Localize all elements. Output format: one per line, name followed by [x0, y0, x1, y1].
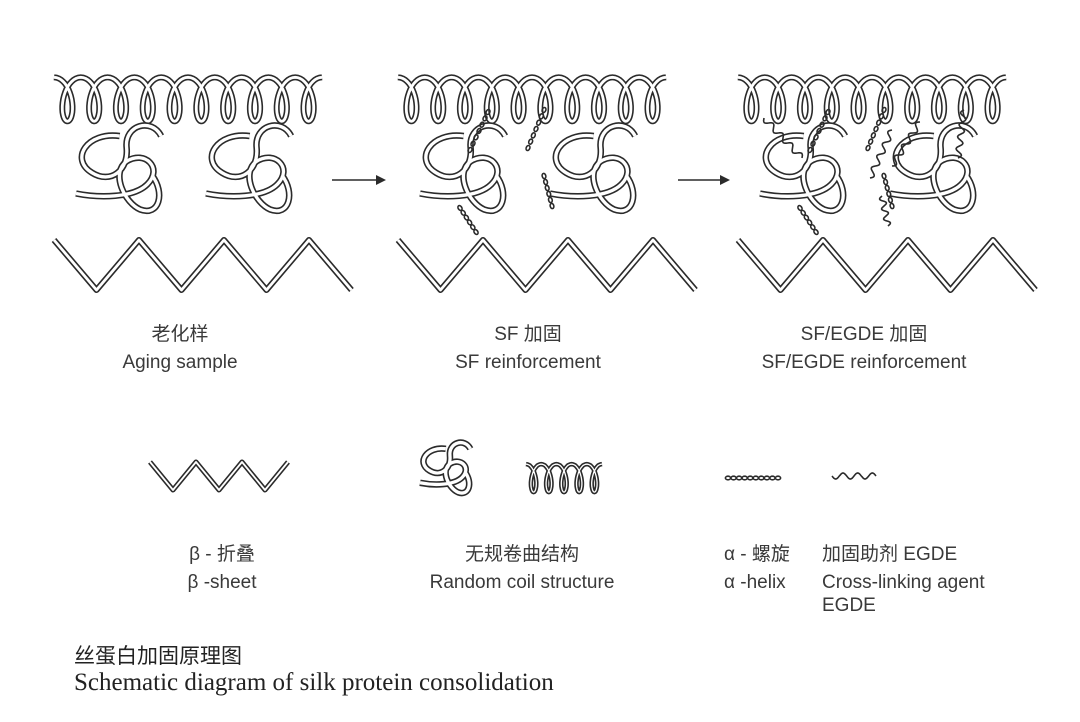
legend-crosslinker-en-line1: Cross-linking agent [822, 572, 985, 593]
legend-beta-sheet-symbol [148, 459, 290, 493]
stage-3-title-en: SF/EGDE reinforcement [761, 352, 967, 373]
process-arrow-2 [678, 175, 730, 185]
legend-crosslinker-zh: 加固助剂 EGDE [822, 544, 958, 565]
random-coils [419, 122, 639, 215]
random-coils [75, 122, 295, 215]
caption-zh: 丝蛋白加固原理图 [74, 644, 242, 668]
legend-beta-sheet-zh: β - 折叠 [189, 544, 255, 565]
stage-2-title-en: SF reinforcement [455, 352, 601, 373]
beta-sheet-strand [51, 237, 354, 293]
stage-3-molecules [735, 74, 1038, 293]
crosslinks [457, 106, 555, 236]
stage-1-title-en: Aging sample [122, 352, 238, 373]
legend-random-coil-zh: 无规卷曲结构 [464, 544, 580, 565]
crosslinks [762, 106, 967, 236]
stage-3-title-zh: SF/EGDE 加固 [800, 324, 928, 345]
legend-alpha-helix-symbol [525, 461, 603, 495]
legend-alpha-helix-zh: α - 螺旋 [724, 544, 790, 565]
process-arrow-1 [332, 175, 386, 185]
legend-beta-sheet-en: β -sheet [187, 572, 257, 593]
random-coils [759, 122, 979, 215]
stage-1-title-zh: 老化样 [151, 324, 209, 345]
legend-random-coil-en: Random coil structure [429, 572, 615, 593]
alpha-helix-strand [53, 74, 323, 125]
caption-en: Schematic diagram of silk protein consol… [74, 669, 554, 696]
alpha-helix-strand [397, 74, 667, 125]
legend-alpha-helix-chain-symbol [724, 475, 782, 481]
beta-sheet-strand [735, 237, 1038, 293]
stage-2-molecules [395, 74, 698, 293]
legend-random-coil-symbol [419, 439, 474, 497]
stage-1-molecules [51, 74, 354, 293]
legend-alpha-helix-en: α -helix [724, 572, 786, 593]
beta-sheet-strand [395, 237, 698, 293]
legend-crosslinker-symbol [831, 472, 877, 480]
stage-2-title-zh: SF 加固 [494, 324, 562, 345]
alpha-helix-strand [737, 74, 1007, 125]
legend-crosslinker-en-line2: EGDE [822, 595, 876, 616]
